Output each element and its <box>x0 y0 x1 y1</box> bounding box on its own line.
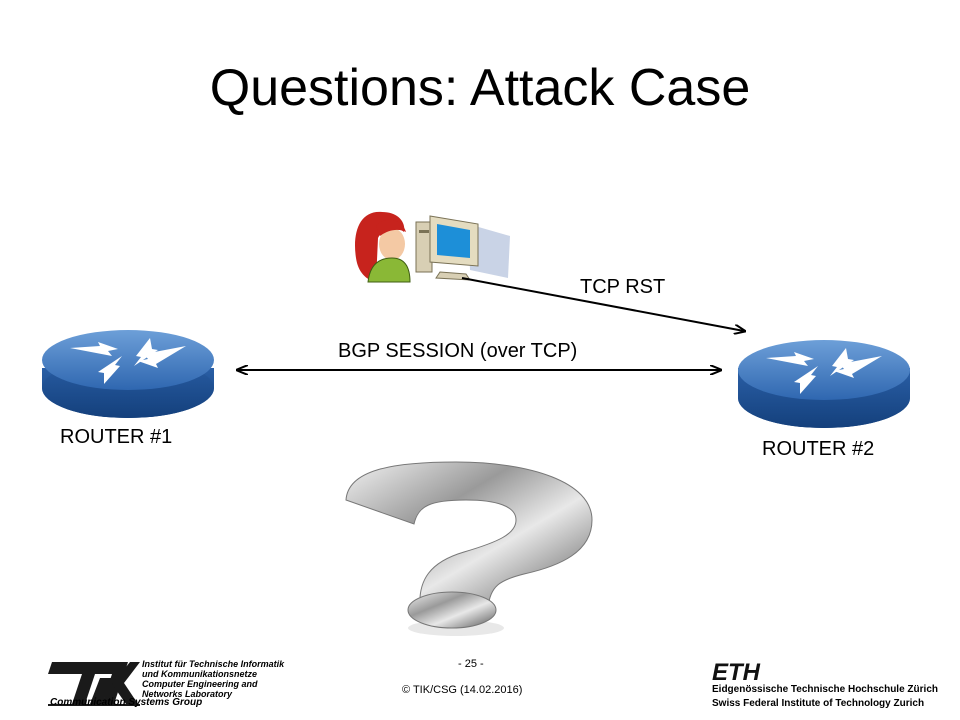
eth-line-2: Swiss Federal Institute of Technology Zu… <box>712 698 925 709</box>
router-2-icon <box>738 340 910 428</box>
router-2-label: ROUTER #2 <box>762 438 875 460</box>
tcp-rst-arrow <box>461 277 744 331</box>
router-1-icon <box>42 330 214 418</box>
tik-institute-text: Institut für Technische Informatik und K… <box>142 659 284 699</box>
tik-line-2: und Kommunikationsnetze <box>142 669 258 679</box>
tik-line-3: Computer Engineering and <box>142 679 258 689</box>
router-1-label: ROUTER #1 <box>60 426 173 448</box>
bgp-session-label: BGP SESSION (over TCP) <box>338 340 578 362</box>
eth-logo-text: ETH <box>712 659 761 686</box>
question-mark-icon <box>345 461 593 636</box>
tcp-rst-label: TCP RST <box>580 276 666 298</box>
eth-line-1: Eidgenössische Technische Hochschule Zür… <box>712 684 938 695</box>
tik-line-1: Institut für Technische Informatik <box>142 659 285 669</box>
slide-title: Questions: Attack Case <box>209 59 751 117</box>
attacker-computer-icon <box>355 211 510 283</box>
tik-logo-icon <box>48 662 140 706</box>
page-number: - 25 - <box>458 658 484 670</box>
tik-line-4: Networks Laboratory <box>142 689 233 699</box>
eth-text-block: Eidgenössische Technische Hochschule Zür… <box>712 683 938 711</box>
eth-logo-icon: ETH <box>712 659 761 686</box>
tik-group-label: Communication Systems Group <box>50 697 203 708</box>
copyright: © TIK/CSG (14.02.2016) <box>402 684 523 696</box>
